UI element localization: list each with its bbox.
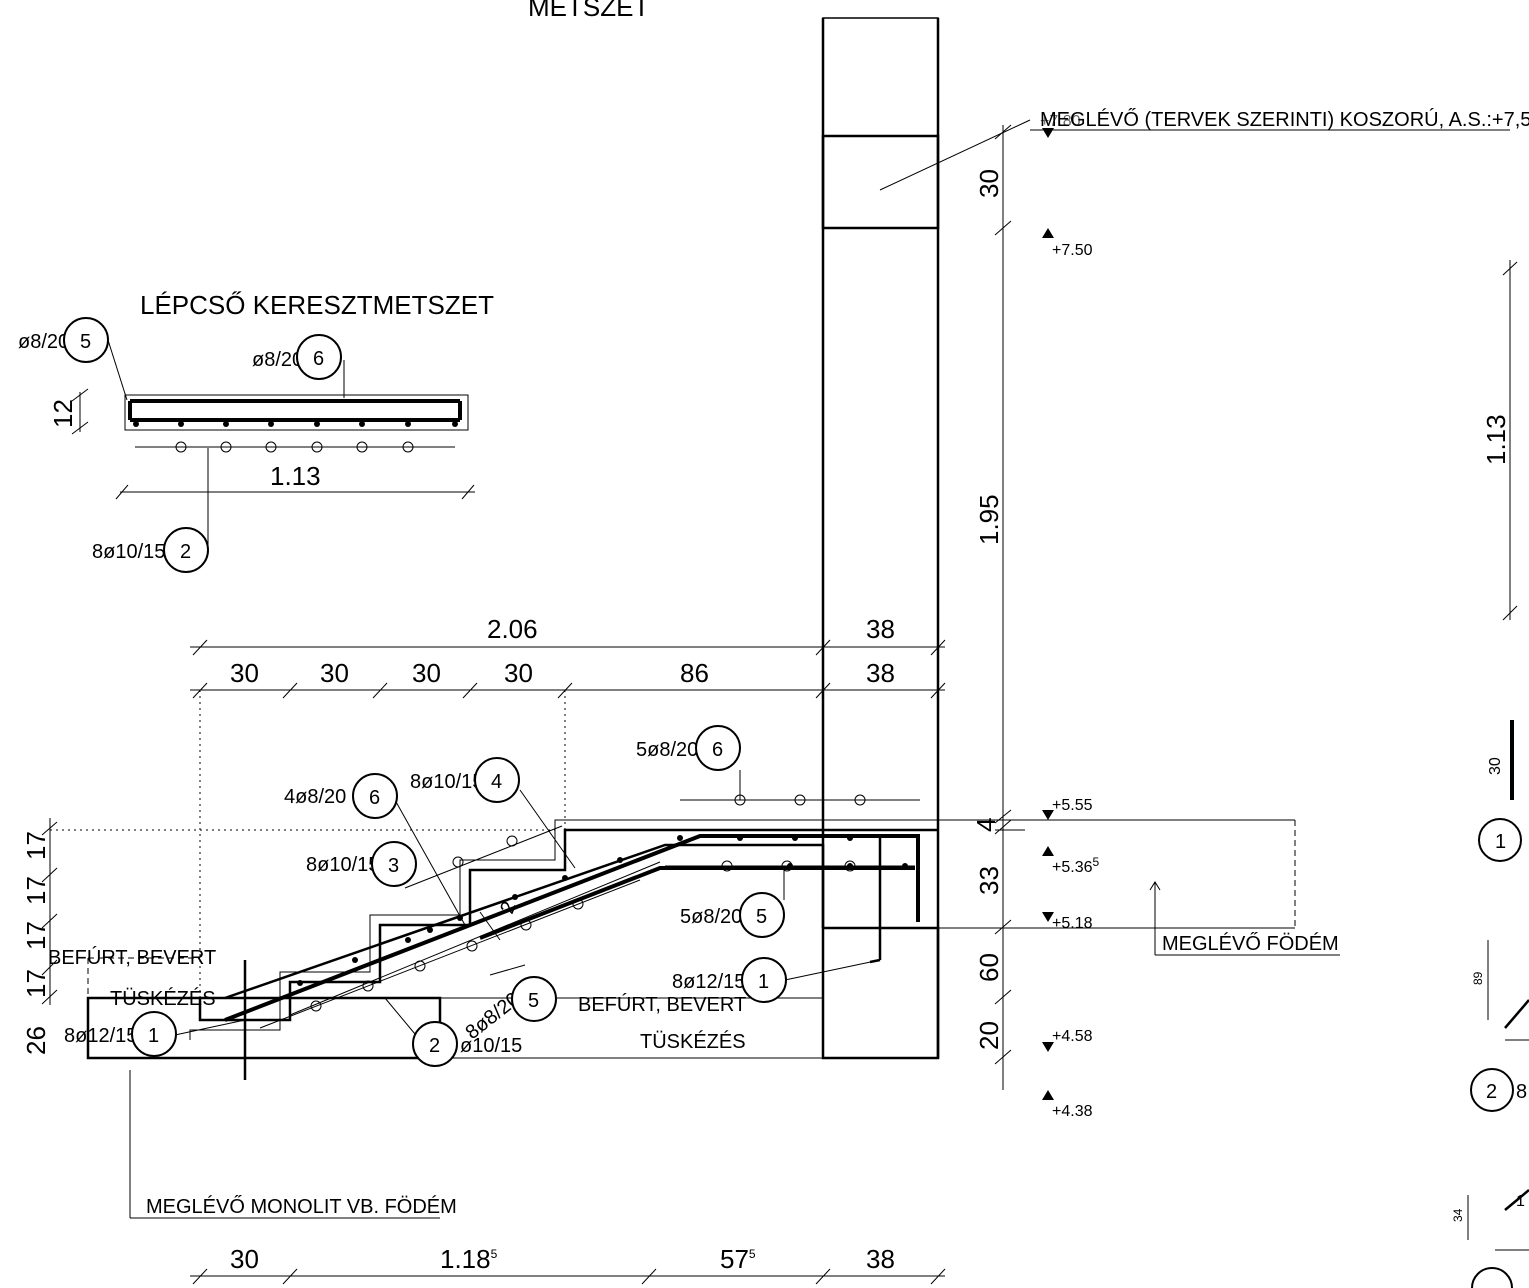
rebar-callouts: 5ø8/20 6 5ø8/20 5 8ø10/15 4 4ø8/20 6 8ø1… [48, 725, 881, 1067]
svg-text:8ø12/15: 8ø12/15 [64, 1025, 137, 1047]
svg-text:+4.38: +4.38 [1052, 1103, 1093, 1120]
svg-text:30: 30 [230, 658, 259, 688]
svg-text:6: 6 [313, 348, 324, 370]
svg-text:17: 17 [21, 876, 51, 905]
svg-text:1.185: 1.185 [440, 1244, 498, 1274]
svg-text:38: 38 [866, 614, 895, 644]
right-strip: 1.13 30 1 89 2 8 34 1 [1451, 260, 1529, 1288]
svg-text:1: 1 [148, 1025, 159, 1047]
bottom-dimensions: 30 1.185 575 38 [190, 1244, 946, 1285]
svg-text:30: 30 [320, 658, 349, 688]
svg-text:1.13: 1.13 [1481, 414, 1511, 465]
svg-text:30: 30 [974, 169, 1004, 198]
svg-text:8: 8 [1516, 1081, 1527, 1103]
svg-text:5ø8/20: 5ø8/20 [636, 739, 698, 761]
svg-text:30: 30 [230, 1244, 259, 1274]
svg-text:+5.18: +5.18 [1052, 915, 1093, 932]
svg-text:1: 1 [1495, 831, 1506, 853]
svg-text:20: 20 [974, 1021, 1004, 1050]
svg-text:4: 4 [971, 818, 1001, 832]
svg-text:1: 1 [758, 971, 769, 993]
svg-text:6: 6 [369, 787, 380, 809]
svg-text:BEFÚRT, BEVERT: BEFÚRT, BEVERT [578, 993, 746, 1016]
svg-text:ø8/20: ø8/20 [252, 349, 303, 371]
svg-text:33: 33 [974, 866, 1004, 895]
top-dimensions: 2.06 38 30 30 30 30 86 38 [190, 614, 946, 699]
svg-text:+5.55: +5.55 [1052, 797, 1093, 814]
svg-text:34: 34 [1451, 1208, 1465, 1222]
svg-text:5: 5 [80, 331, 91, 353]
svg-text:89: 89 [1471, 971, 1485, 985]
svg-text:MEGLÉVŐ (TERVEK SZERINTI) KOSZ: MEGLÉVŐ (TERVEK SZERINTI) KOSZORÚ, A.S.:… [1040, 108, 1529, 131]
svg-text:38: 38 [866, 658, 895, 688]
svg-text:17: 17 [21, 831, 51, 860]
svg-text:+7.50: +7.50 [1052, 242, 1093, 259]
svg-text:5: 5 [756, 906, 767, 928]
monolit-label: MEGLÉVŐ MONOLIT VB. FÖDÉM [146, 1195, 457, 1218]
svg-text:3: 3 [388, 855, 399, 877]
svg-text:17: 17 [21, 921, 51, 950]
svg-text:575: 575 [720, 1244, 756, 1274]
svg-text:86: 86 [680, 658, 709, 688]
stair-outline [189, 819, 1296, 1040]
section-title: METSZET [528, 0, 649, 22]
svg-text:BEFÚRT, BEVERT: BEFÚRT, BEVERT [48, 946, 216, 969]
fodem-label: MEGLÉVŐ FÖDÉM [1149, 881, 1340, 956]
svg-text:ø8/20: ø8/20 [18, 331, 69, 353]
svg-text:60: 60 [974, 953, 1004, 982]
cross-section-title: LÉPCSŐ KERESZTMETSZET [140, 290, 494, 320]
svg-text:30: 30 [1487, 757, 1504, 775]
svg-text:2: 2 [1486, 1081, 1497, 1103]
distribution-bars [259, 794, 920, 1029]
koszoru-label: MEGLÉVŐ (TERVEK SZERINTI) KOSZORÚ, A.S.:… [879, 108, 1529, 191]
svg-text:1: 1 [1516, 1193, 1525, 1210]
svg-text:ø10/15: ø10/15 [460, 1035, 522, 1057]
svg-text:12: 12 [48, 399, 78, 428]
svg-text:6: 6 [712, 739, 723, 761]
svg-text:8ø10/15: 8ø10/15 [410, 771, 483, 793]
svg-text:2.06: 2.06 [487, 614, 538, 644]
svg-text:4ø8/20: 4ø8/20 [284, 786, 346, 808]
svg-text:38: 38 [866, 1244, 895, 1274]
left-dimensions: 17 17 17 17 26 [21, 818, 58, 1055]
svg-text:8ø10/15: 8ø10/15 [92, 541, 165, 563]
svg-text:8ø10/15: 8ø10/15 [306, 854, 379, 876]
svg-text:5ø8/20: 5ø8/20 [680, 906, 742, 928]
svg-text:5: 5 [528, 990, 539, 1012]
svg-text:MEGLÉVŐ FÖDÉM: MEGLÉVŐ FÖDÉM [1162, 932, 1339, 955]
svg-text:4: 4 [491, 771, 502, 793]
svg-text:30: 30 [412, 658, 441, 688]
svg-text:+4.58: +4.58 [1052, 1028, 1093, 1045]
svg-text:TÜSKÉZÉS: TÜSKÉZÉS [110, 987, 216, 1010]
svg-text:1.13: 1.13 [270, 461, 321, 491]
svg-text:2: 2 [180, 541, 191, 563]
svg-text:TÜSKÉZÉS: TÜSKÉZÉS [640, 1030, 746, 1053]
level-marks: +7.50 +5.55 +5.365 +5.18 +4.58 +4.38 [1042, 128, 1099, 1120]
svg-text:30: 30 [504, 658, 533, 688]
svg-text:2: 2 [429, 1035, 440, 1057]
svg-text:1.95: 1.95 [974, 494, 1004, 545]
svg-text:+5.365: +5.365 [1052, 855, 1099, 876]
projection-lines [50, 690, 566, 998]
cross-section: LÉPCSŐ KERESZTMETSZET 1.13 12 ø8/20 5 ø8… [18, 290, 494, 573]
svg-text:8ø12/15: 8ø12/15 [672, 971, 745, 993]
svg-text:26: 26 [21, 1026, 51, 1055]
svg-text:+7.80: +7.80 [1040, 113, 1081, 130]
svg-text:17: 17 [21, 969, 51, 998]
right-dimensions: 30 1.95 4 33 60 20 [971, 124, 1025, 1090]
